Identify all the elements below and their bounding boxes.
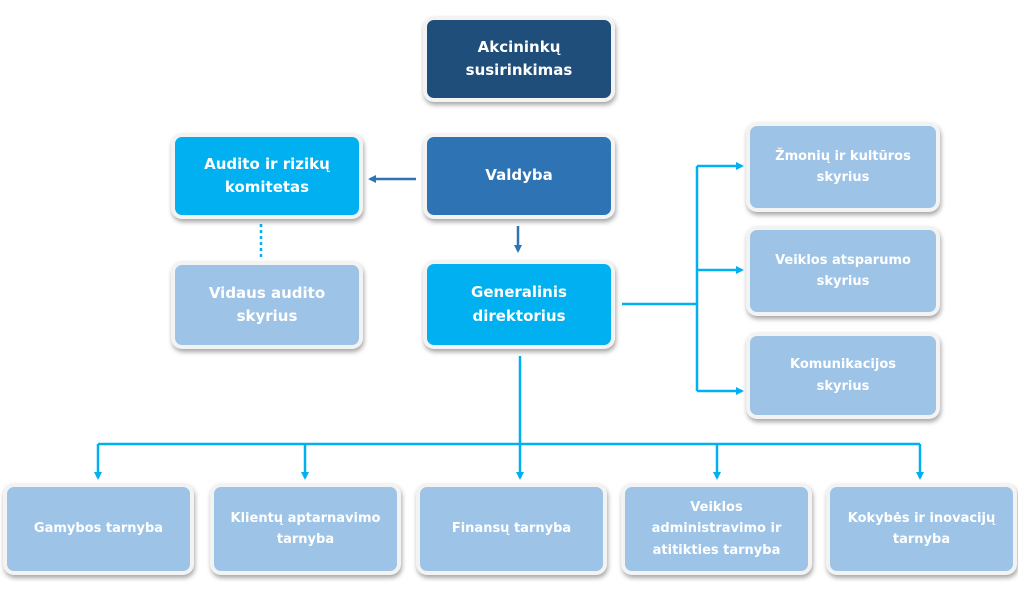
service-label: Veiklos administravimo ir atitikties tar… [651,499,782,558]
internal-audit-label: Vidaus audito skyrius [208,283,326,325]
staff-unit-label: Žmonių ir kultūros skyrius [775,148,911,185]
staff-unit-label: Veiklos atsparumo skyrius [775,252,911,289]
ceo-label: Generalinis direktorius [471,283,567,325]
audit-risk-committee-box: Audito ir rizikų komitetas [171,133,363,219]
service-quality-box: Kokybės ir inovacijų tarnyba [826,483,1017,575]
board-box: Valdyba [423,133,615,219]
internal-audit-box: Vidaus audito skyrius [171,261,363,349]
shareholders-meeting-box: Akcininkų susirinkimas [423,16,615,102]
ceo-box: Generalinis direktorius [423,260,615,349]
board-label: Valdyba [485,166,553,185]
audit-risk-committee-label: Audito ir rizikų komitetas [204,154,330,196]
service-label: Gamybos tarnyba [33,521,164,537]
service-customer-box: Klientų aptarnavimo tarnyba [210,483,401,575]
staff-unit-people-culture-box: Žmonių ir kultūros skyrius [746,122,940,212]
shareholders-meeting-label: Akcininkų susirinkimas [465,37,573,79]
service-production-box: Gamybos tarnyba [3,483,194,575]
staff-unit-communication-box: Komunikacijos skyrius [746,332,940,419]
staff-unit-label: Komunikacijos skyrius [790,357,896,394]
service-label: Finansų tarnyba [451,521,572,537]
staff-unit-resilience-box: Veiklos atsparumo skyrius [746,226,940,316]
service-administration-box: Veiklos administravimo ir atitikties tar… [621,483,812,575]
service-label: Kokybės ir inovacijų tarnyba [847,510,996,547]
service-finance-box: Finansų tarnyba [416,483,607,575]
service-label: Klientų aptarnavimo tarnyba [230,510,381,547]
